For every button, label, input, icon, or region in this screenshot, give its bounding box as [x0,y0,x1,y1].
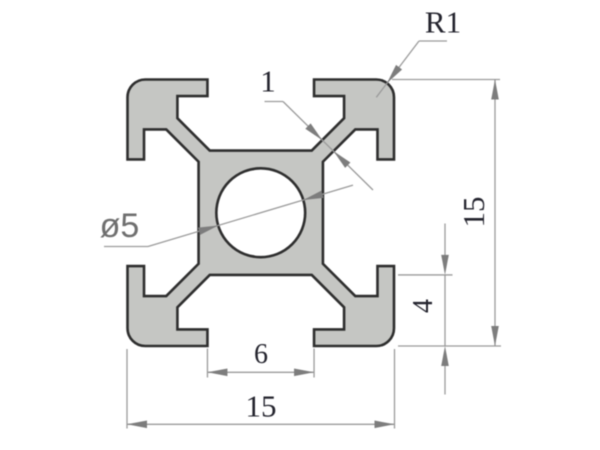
dim-slot-opening-label: 6 [254,339,268,370]
dim-slot-opening: 6 [206,339,315,378]
dim-overall-height-arrowhead-top [491,79,499,100]
dim-corner-radius-arrowhead [386,64,403,84]
dim-center-bore: ø5 [100,184,354,248]
dim-slot-depth: 4 [398,223,453,395]
dim-overall-width-arrowhead-right [374,420,395,429]
dim-wall-thickness-arrowhead-lower [333,151,351,168]
dim-overall-width-arrowhead-left [127,420,147,429]
dim-overall-height-label: 15 [456,197,491,228]
dim-wall-thickness-label: 1 [260,64,276,99]
dim-slot-opening-arrowhead-left [207,368,228,377]
dim-slot-opening-arrowhead-right [294,368,315,377]
dim-corner-radius: R1 [375,5,461,98]
dim-slot-depth-arrowhead-top [441,254,449,275]
dim-overall-height: 15 [392,78,501,347]
dim-overall-height-arrowhead-bottom [491,326,499,346]
dim-slot-depth-arrowhead-bottom [441,346,449,366]
dim-center-bore-arrowhead-left [197,225,219,235]
dim-wall-thickness-arrowhead-upper [305,123,323,141]
dim-corner-radius-label: R1 [425,5,461,40]
dim-slot-depth-label: 4 [408,299,439,313]
dim-center-bore-label: ø5 [100,207,140,245]
dim-center-bore-arrowhead-right [303,190,324,200]
dim-wall-thickness-leader [282,101,374,191]
dim-overall-width: 15 [126,349,396,429]
dim-overall-width-label: 15 [246,389,277,424]
dim-wall-thickness: 1 [260,64,374,191]
